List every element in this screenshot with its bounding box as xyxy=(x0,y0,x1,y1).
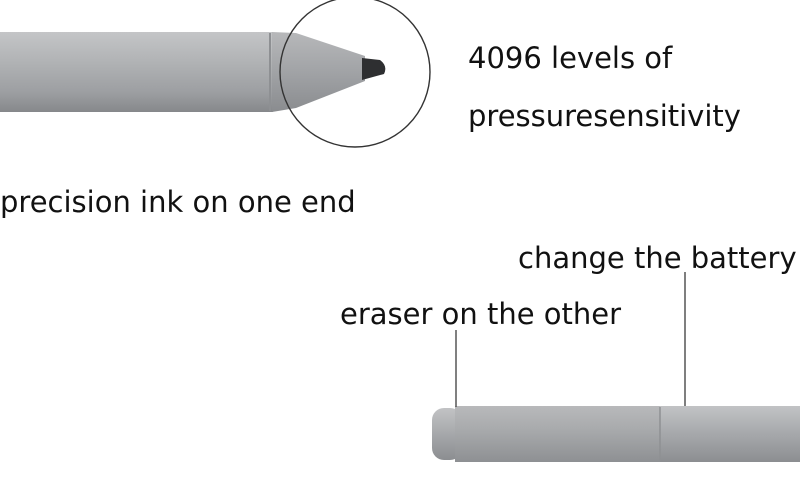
eraser-label: eraser on the other xyxy=(340,297,622,331)
zoom-circle xyxy=(279,0,431,148)
pen-eraser-cap xyxy=(432,408,462,460)
pen-battery-cap xyxy=(660,406,800,462)
pressure-levels-label: 4096 levels of xyxy=(468,41,673,75)
pressure-sensitivity-label: pressuresensitivity xyxy=(468,99,741,133)
pen-bottom-barrel xyxy=(455,406,660,462)
pen-barrel xyxy=(0,32,273,112)
pen-cone xyxy=(272,32,365,112)
pen-bottom xyxy=(432,406,800,462)
precision-ink-label: precision ink on one end xyxy=(0,185,356,219)
pen-nib xyxy=(362,58,386,80)
change-battery-label: change the battery xyxy=(518,241,797,275)
pen-top xyxy=(0,32,386,112)
